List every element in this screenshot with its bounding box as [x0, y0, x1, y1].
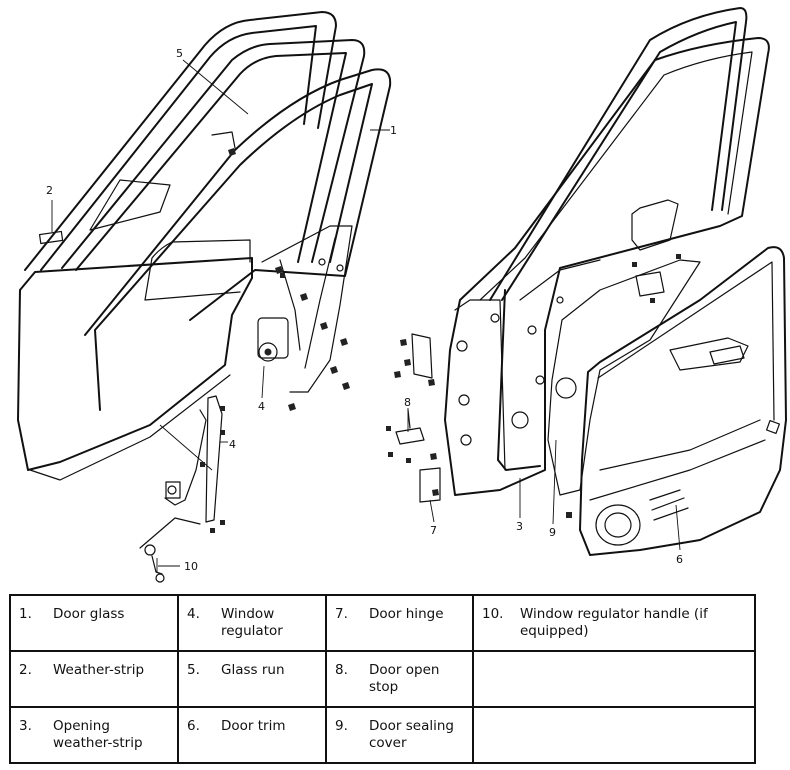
legend-label: Door sealing cover: [369, 718, 454, 751]
callout-10: 10: [184, 560, 198, 573]
callout-4-power: 4: [258, 400, 265, 413]
legend-label: Door glass: [53, 606, 125, 622]
legend-number: 8.: [335, 662, 348, 678]
legend-cell: 5. Glass run: [177, 650, 327, 708]
door-hinge: [394, 333, 441, 503]
legend-label: Window regulator: [221, 606, 283, 639]
callout-4-manual: 4: [229, 438, 236, 451]
callout-2: 2: [46, 184, 53, 197]
weather-strip-part: [38, 200, 64, 245]
callout-6: 6: [676, 553, 683, 566]
legend-label: Door trim: [221, 718, 286, 734]
legend-cell-empty: [472, 650, 756, 708]
door-glass: [84, 68, 392, 411]
callout-7: 7: [430, 524, 437, 537]
door-open-stop: [386, 254, 681, 518]
legend-label: Weather-strip: [53, 662, 145, 678]
left-door-panel: [17, 131, 253, 481]
legend-label: Glass run: [221, 662, 285, 678]
callout-8: 8: [404, 396, 411, 409]
legend-cell: 6. Door trim: [177, 706, 327, 764]
legend-row: 2. Weather-strip 5. Glass run 8. Door open …: [9, 650, 756, 708]
legend-number: 10.: [482, 606, 504, 622]
callout-9: 9: [549, 526, 556, 539]
regulator-handle: [144, 544, 165, 583]
door-sealing-cover: [547, 259, 701, 496]
legend-label: Opening weather-strip: [53, 718, 143, 751]
legend-number: 1.: [19, 606, 32, 622]
legend-number: 9.: [335, 718, 348, 734]
legend-number: 6.: [187, 718, 200, 734]
legend-number: 5.: [187, 662, 200, 678]
legend-row: 1. Door glass 4. Window regulator 7. Door h…: [9, 594, 756, 652]
glass-run-frame: [24, 11, 366, 271]
legend-number: 4.: [187, 606, 200, 622]
legend-row: 3. Opening weather-strip 6. Door trim 9. Do…: [9, 706, 756, 764]
callout-5: 5: [176, 47, 183, 60]
window-regulator-manual: [139, 395, 225, 549]
legend-label: Door hinge: [369, 606, 444, 622]
callout-1: 1: [390, 124, 397, 137]
legend-cell: 8. Door open stop: [325, 650, 474, 708]
door-exploded-diagram: 1 2 3 4 4 5 6 7 8 9 10: [17, 7, 787, 583]
legend-number: 3.: [19, 718, 32, 734]
parts-legend-table: 1. Door glass 4. Window regulator 7. Door h…: [9, 594, 756, 764]
callout-3: 3: [516, 520, 523, 533]
legend-cell: 2. Weather-strip: [9, 650, 179, 708]
window-regulator-power: [228, 148, 353, 411]
opening-weather-strip: [489, 7, 748, 471]
legend-number: 2.: [19, 662, 32, 678]
legend-number: 7.: [335, 606, 348, 622]
callout-labels: 1 2 3 4 4 5 6 7 8 9 10: [46, 47, 683, 573]
legend-cell: 10. Window regulator handle (if equipped): [472, 594, 756, 652]
legend-cell: 7. Door hinge: [325, 594, 474, 652]
leader-lines: [156, 59, 681, 572]
door-trim: [579, 246, 787, 556]
legend-cell: 4. Window regulator: [177, 594, 327, 652]
legend-label: Window regulator handle (if equipped): [520, 606, 708, 639]
right-door-body: [444, 37, 770, 496]
legend-cell: 1. Door glass: [9, 594, 179, 652]
legend-cell-empty: [472, 706, 756, 764]
legend-label: Door open stop: [369, 662, 440, 695]
legend-cell: 9. Door sealing cover: [325, 706, 474, 764]
legend-cell: 3. Opening weather-strip: [9, 706, 179, 764]
